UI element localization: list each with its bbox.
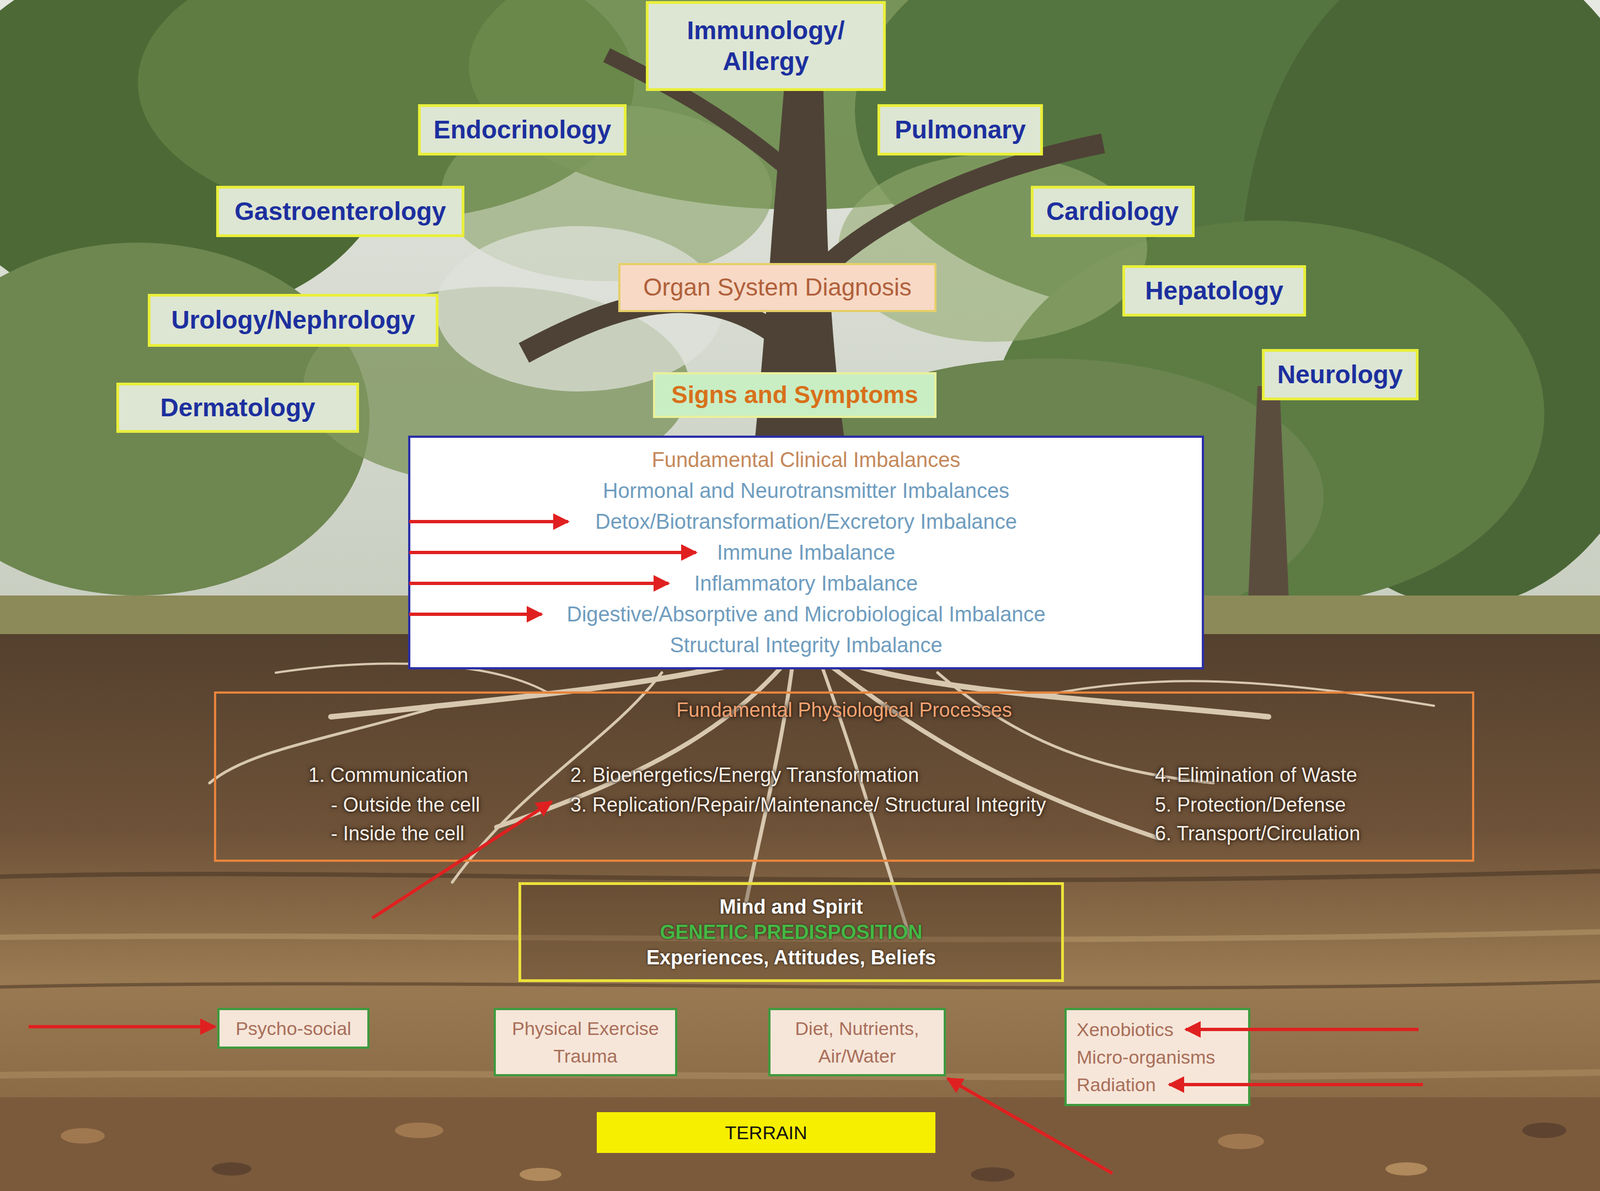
- box-text: GENETIC PREDISPOSITION: [659, 919, 923, 946]
- specialty-box: Endocrinology: [418, 104, 627, 156]
- box-text: Neurology: [1277, 359, 1403, 390]
- box-text: 2. Bioenergetics/Energy Transformation: [570, 763, 919, 788]
- box-text: Physical Exercise Trauma: [503, 1014, 668, 1070]
- box-text: Experiences, Attitudes, Beliefs: [646, 945, 936, 971]
- leaf: [1217, 1133, 1265, 1150]
- terrain-factor-box: Xenobiotics Micro-organisms Radiation: [1064, 1008, 1251, 1107]
- box-text: Urology/Nephrology: [170, 304, 415, 336]
- diagnosis-box: Organ System Diagnosis: [618, 263, 937, 313]
- box-text: 3. Replication/Repair/Maintenance/ Struc…: [570, 793, 1046, 818]
- terrain-factor-box: Physical Exercise Trauma: [493, 1008, 678, 1077]
- box-heading: Fundamental Physiological Processes: [216, 698, 1473, 723]
- box-text: Cardiology: [1046, 196, 1179, 227]
- box-text: Inflammatory Imbalance: [691, 568, 922, 599]
- box-text: Xenobiotics Micro-organisms Radiation: [1076, 1015, 1218, 1099]
- box-text: 1. Communication: [308, 763, 469, 788]
- symptoms-box: Signs and Symptoms: [653, 372, 937, 419]
- processes-panel: Fundamental Physiological Processes 1. Co…: [213, 691, 1475, 863]
- box-text: 6. Transport/Circulation: [1154, 821, 1361, 847]
- box-text: - Inside the cell: [330, 821, 465, 847]
- specialty-box: Gastroenterology: [216, 185, 465, 238]
- box-text: 5. Protection/Defense: [1154, 793, 1346, 818]
- box-text: Diet, Nutrients, Air/Water: [778, 1014, 936, 1070]
- specialty-box: Immunology/ Allergy: [645, 1, 886, 92]
- terrain-factor-box: Diet, Nutrients, Air/Water: [768, 1008, 946, 1077]
- terrain-factor-box: Psycho-social: [217, 1008, 370, 1050]
- mind-spirit-box: Mind and SpiritGENETIC PREDISPOSITIONExp…: [518, 882, 1064, 983]
- leaf: [60, 1128, 105, 1144]
- strata: [0, 871, 1600, 1078]
- leaf-litter: [0, 1097, 1600, 1191]
- stratum: [0, 981, 1600, 989]
- box-heading: Fundamental Clinical Imbalances: [648, 444, 965, 476]
- box-text: Structural Integrity Imbalance: [666, 629, 946, 661]
- box-heading: Mind and Spirit: [719, 894, 864, 920]
- terrain-label-box: TERRAIN: [596, 1112, 936, 1154]
- box-text: Signs and Symptoms: [671, 380, 918, 410]
- leaf: [970, 1167, 1015, 1182]
- box-text: Detox/Biotransformation/Excretory Imbala…: [591, 506, 1021, 538]
- leaf: [1385, 1162, 1428, 1176]
- box-text: Hormonal and Neurotransmitter Imbalances: [599, 475, 1013, 507]
- soil: [0, 634, 1600, 1191]
- leaf: [1522, 1122, 1567, 1139]
- box-text: TERRAIN: [724, 1121, 807, 1145]
- box-text: Digestive/Absorptive and Microbiological…: [563, 598, 1049, 630]
- specialty-box: Pulmonary: [877, 104, 1043, 156]
- box-text: - Outside the cell: [330, 793, 480, 818]
- box-text: Gastroenterology: [234, 196, 446, 227]
- leaf: [211, 1162, 252, 1176]
- box-text: 4. Elimination of Waste: [1154, 763, 1358, 788]
- leaf: [519, 1168, 562, 1182]
- box-text: Immunology/ Allergy: [659, 15, 872, 77]
- specialty-box: Urology/Nephrology: [147, 293, 439, 347]
- box-text: Dermatology: [159, 392, 315, 424]
- box-text: Endocrinology: [433, 114, 612, 146]
- specialty-box: Neurology: [1261, 349, 1419, 401]
- arrow-group: [28, 521, 1423, 1174]
- red-arrow: [28, 1025, 216, 1029]
- specialty-box: Hepatology: [1122, 265, 1307, 317]
- box-text: Psycho-social: [235, 1014, 352, 1043]
- box-text: Pulmonary: [894, 114, 1026, 146]
- box-text: Hepatology: [1144, 275, 1283, 307]
- box-text: Organ System Diagnosis: [643, 273, 912, 303]
- specialty-box: Dermatology: [116, 382, 360, 433]
- specialty-box: Cardiology: [1030, 185, 1195, 238]
- leaf: [394, 1122, 444, 1139]
- imbalances-panel: Fundamental Clinical ImbalancesHormonal …: [408, 435, 1204, 670]
- box-text: Immune Imbalance: [713, 537, 899, 569]
- stratum: [0, 871, 1600, 881]
